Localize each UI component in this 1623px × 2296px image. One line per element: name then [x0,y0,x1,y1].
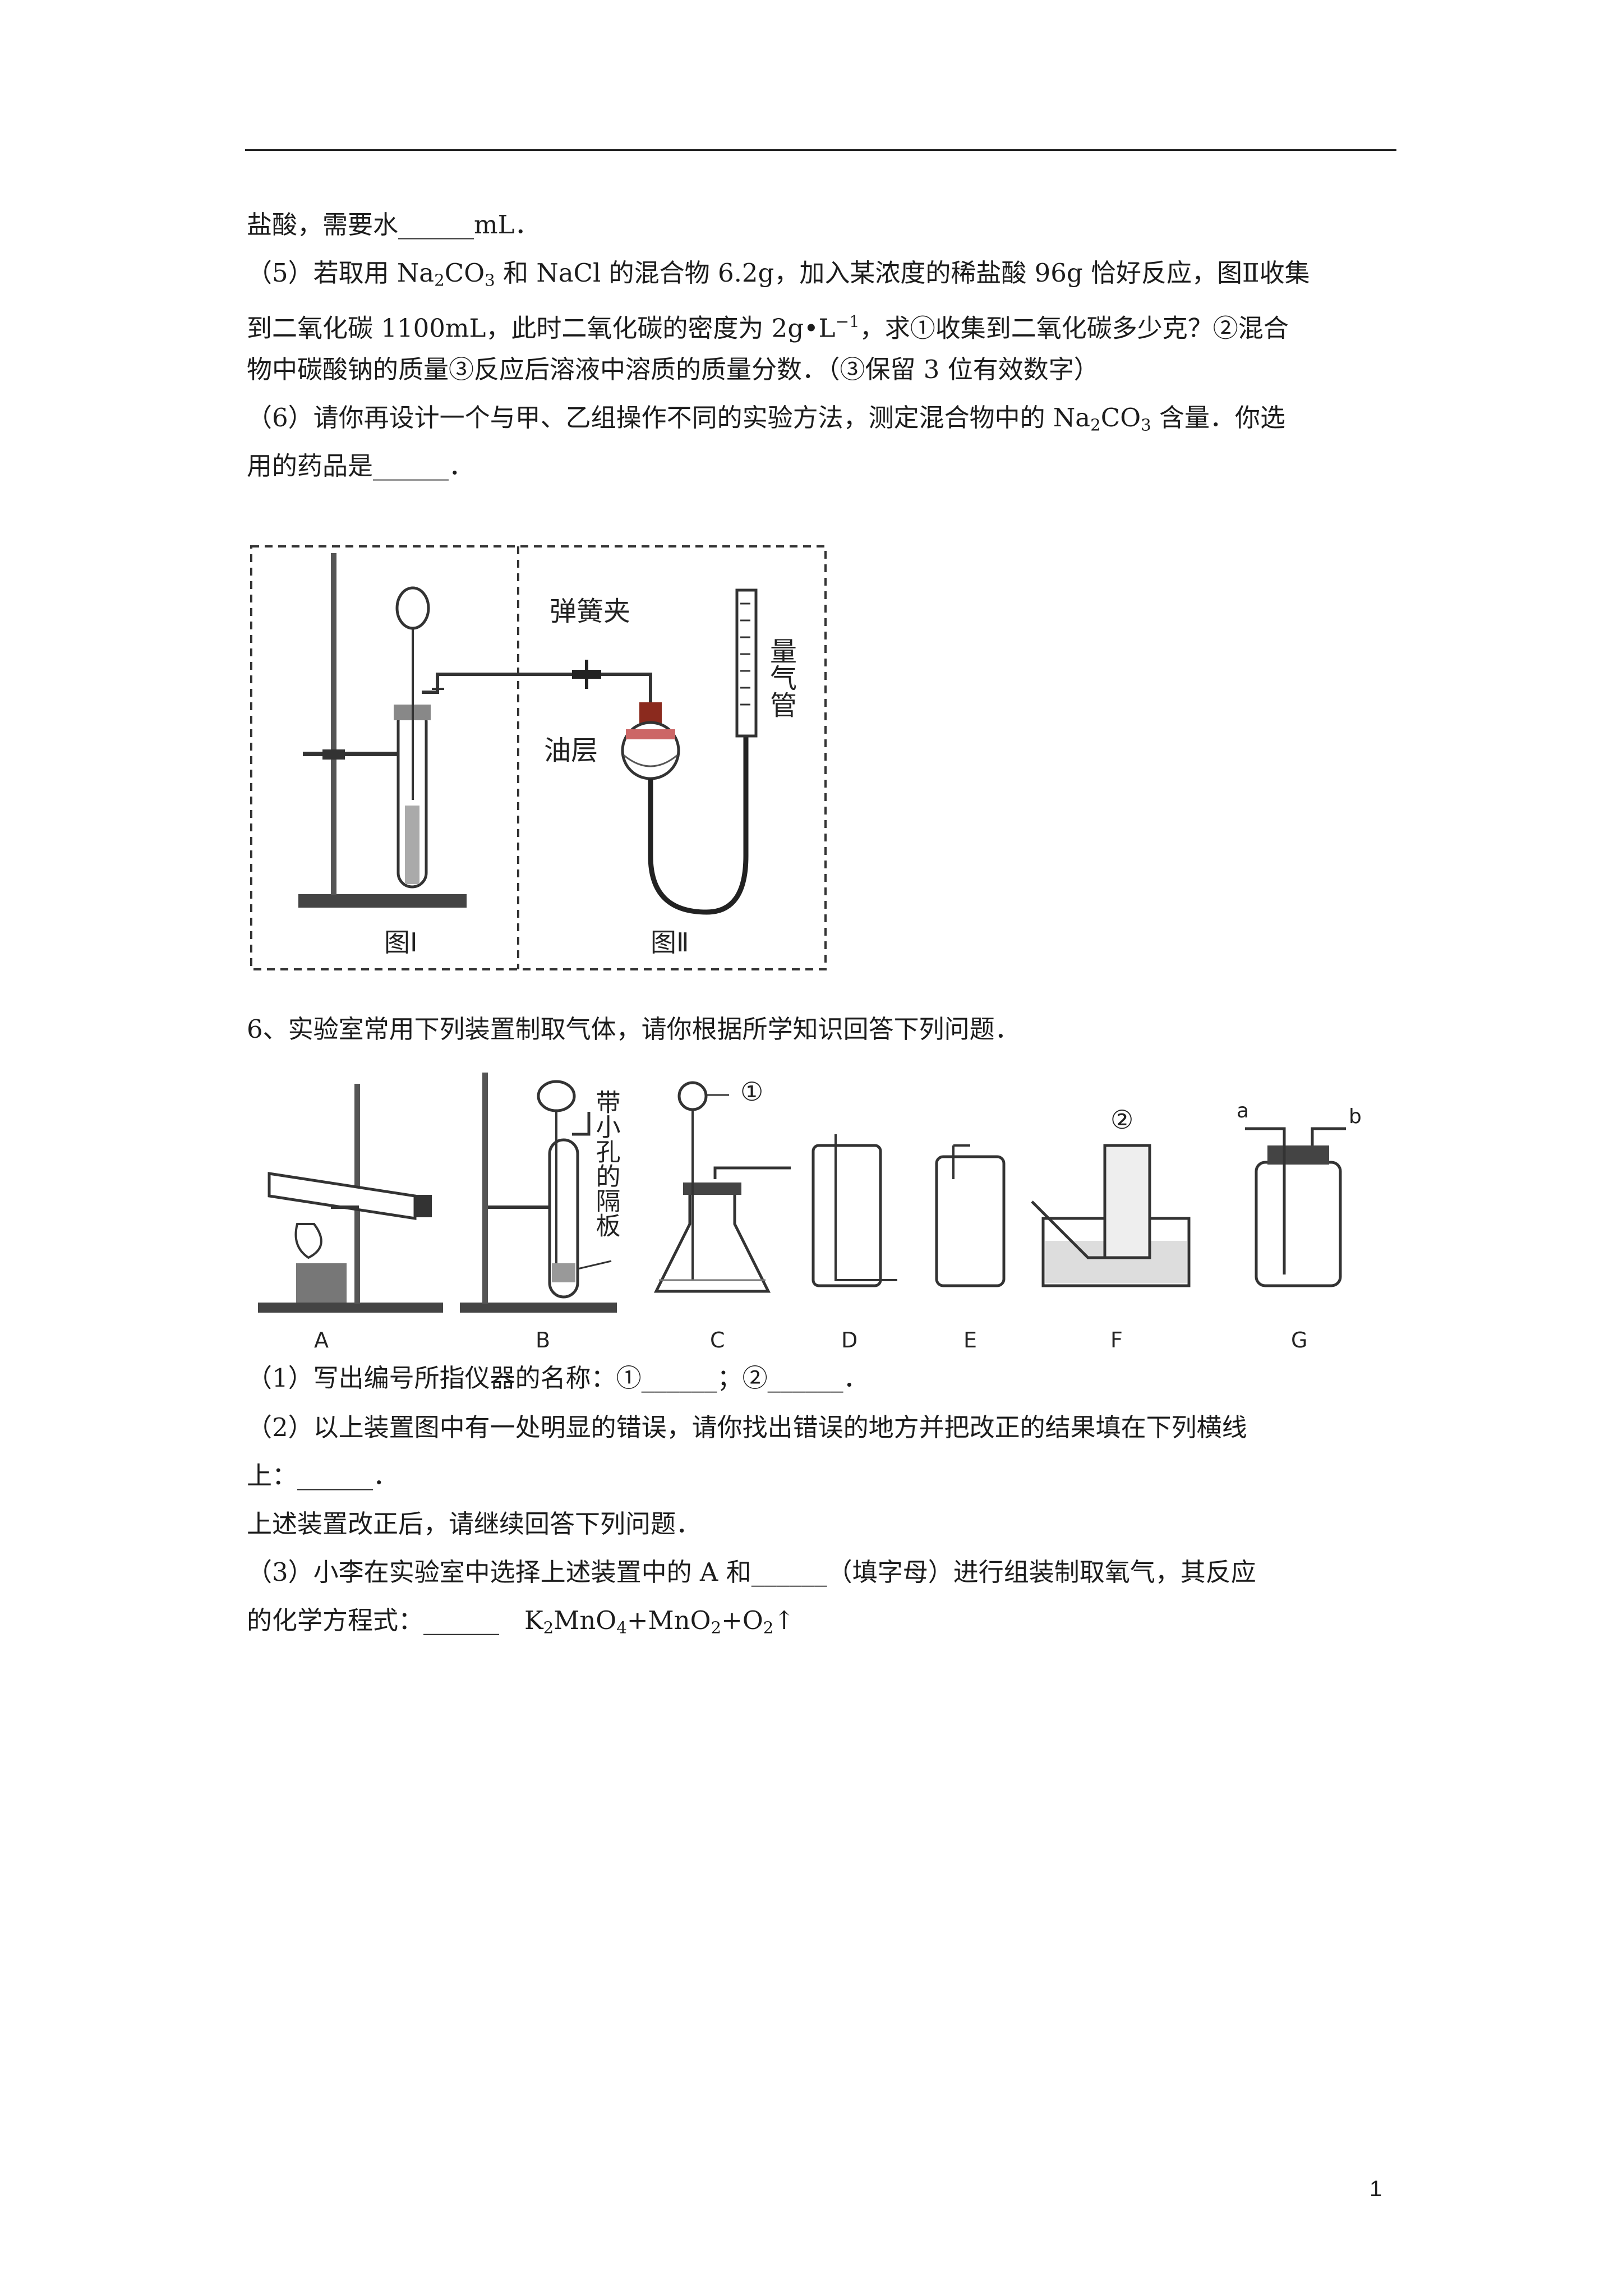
question-6-line-2: 用的药品是______． [247,451,474,481]
apparatus-a-label: A [314,1328,329,1352]
apparatus-f-icon [1031,1144,1191,1287]
label-1: ① [740,1076,763,1107]
apparatus-c-icon [653,1081,791,1293]
page-number: 1 [1370,2177,1382,2201]
apparatus-e-icon [935,1144,1006,1287]
question-5-line-3: 物中碳酸钠的质量③反应后溶液中溶质的质量分数．（③保留 3 位有效数字） [247,355,1099,384]
apparatus-e-label: E [963,1328,977,1352]
port-a-label: a [1237,1099,1249,1122]
question-5-line-2: 到二氧化碳 1100mL，此时二氧化碳的密度为 2g•L−1，求①收集到二氧化碳… [247,312,1289,343]
question-6-part-2-line-1: （2）以上装置图中有一处明显的错误，请你找出错误的地方并把改正的结果填在下列横线 [247,1412,1247,1442]
apparatus-b-icon [460,1073,617,1313]
test-tube-with-funnel-icon [394,586,583,889]
apparatus-d-icon [811,1134,897,1287]
apparatus-c-label: C [710,1328,725,1352]
line-hydrochloric-acid: 盐酸，需要水______mL． [247,210,540,240]
port-b-label: b [1349,1105,1362,1128]
apparatus-a-icon [258,1084,443,1313]
question-6-title: 6、实验室常用下列装置制取气体，请你根据所学知识回答下列问题． [247,1014,1020,1044]
apparatus-f-label: F [1110,1328,1123,1352]
question-6-part-3-line-2: 的化学方程式：______ K2MnO4+MnO2+O2↑ [247,1605,795,1637]
flask-with-oil-layer-icon [621,702,749,915]
apparatus-figure-1: 图Ⅰ 弹簧夹 油层 量气管 图Ⅱ [250,545,827,970]
spring-clip-label: 弹簧夹 [550,596,630,627]
question-6-part-2-line-2: 上：______． [247,1461,399,1490]
partition-label: 带小孔的隔板 [592,1089,620,1237]
apparatus-b-label: B [536,1328,550,1352]
oil-layer-label: 油层 [544,735,598,766]
apparatus-figure-2: A 带小孔的隔板 B ① C D E ② [258,1073,1362,1352]
spring-clip-icon [572,660,601,689]
label-2: ② [1110,1105,1133,1135]
header-rule [245,149,1396,151]
apparatus-d-label: D [841,1328,857,1352]
figure-1-caption: 图Ⅰ [384,927,418,958]
question-6-line-1: （6）请你再设计一个与甲、乙组操作不同的实验方法，测定混合物中的 Na2CO3 … [247,403,1286,435]
question-6-part-1: （1）写出编号所指仪器的名称：①______；②______． [247,1363,869,1393]
question-6-part-3-line-1: （3）小李在实验室中选择上述装置中的 A 和______（填字母）进行组装制取氧… [247,1557,1256,1587]
apparatus-g-icon [1245,1127,1346,1287]
gas-burette-label: 量气管 [765,637,796,718]
question-6-note: 上述装置改正后，请继续回答下列问题． [247,1509,702,1539]
iron-stand-icon [298,553,467,908]
figure-frame [250,545,827,970]
question-5-line-1: （5）若取用 Na2CO3 和 NaCl 的混合物 6.2g，加入某浓度的稀盐酸… [247,258,1310,290]
figure-2-caption: 图Ⅱ [651,927,689,958]
apparatus-g-label: G [1291,1328,1307,1352]
gas-burette-icon [735,588,758,738]
